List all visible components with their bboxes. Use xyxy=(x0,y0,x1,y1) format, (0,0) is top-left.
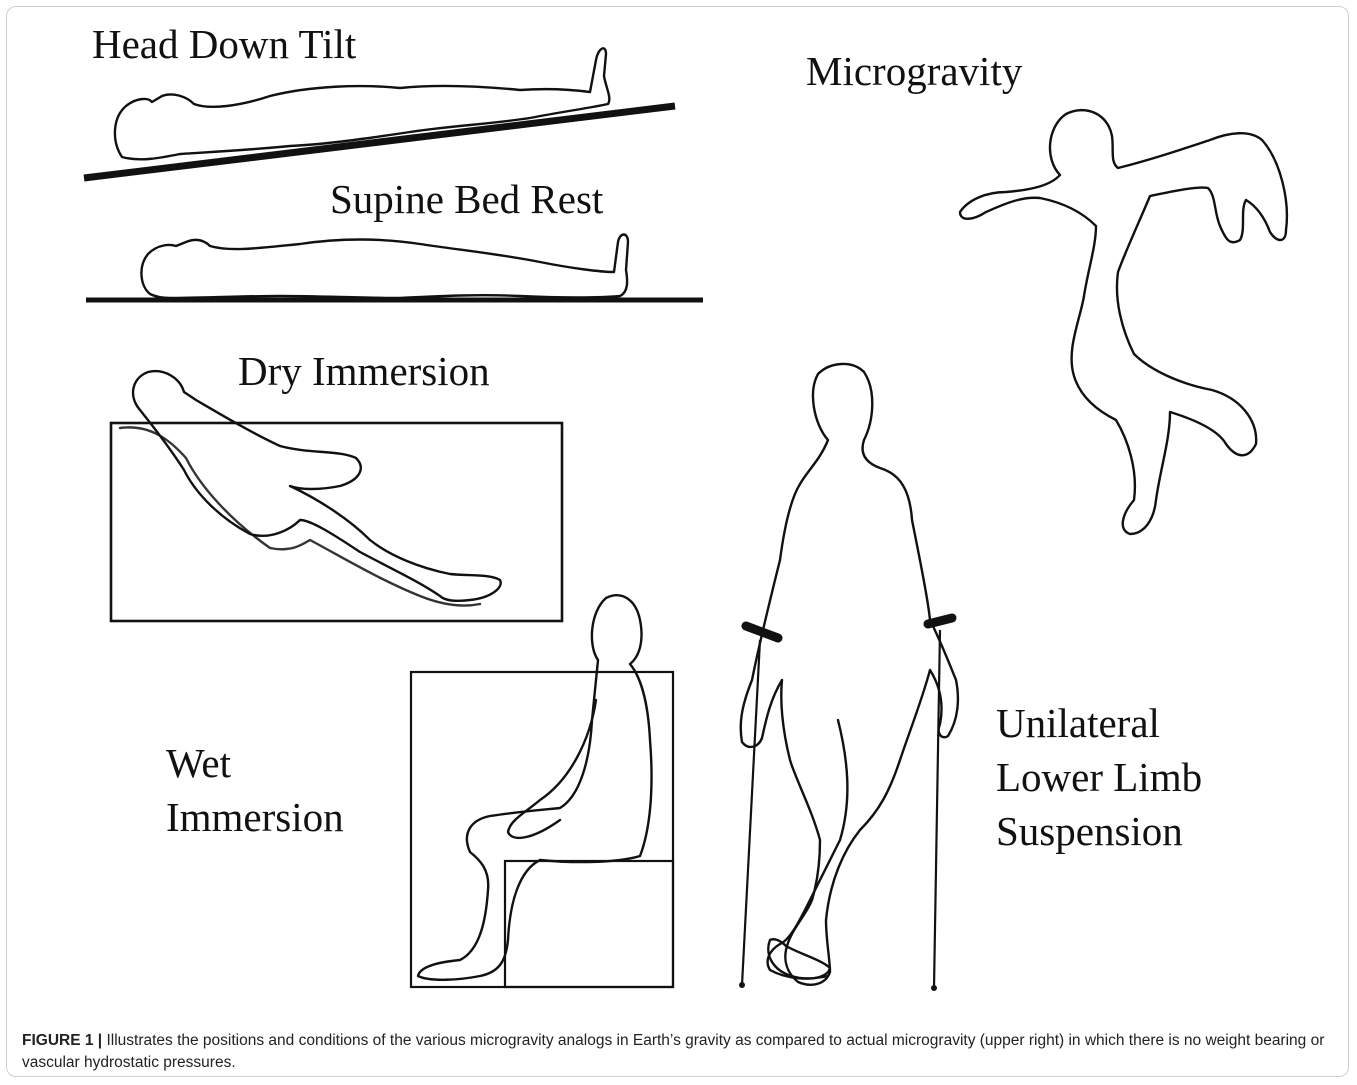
label-ulls-line1: Unilateral xyxy=(996,700,1160,746)
caption-text: Illustrates the positions and conditions… xyxy=(22,1032,1324,1071)
wet-immersion-arm xyxy=(508,700,596,838)
tilt-bed-line xyxy=(84,106,675,178)
label-wet-immersion-line1: Wet xyxy=(166,740,232,786)
left-crutch-cuff xyxy=(746,626,778,638)
label-ulls-line2: Lower Limb xyxy=(996,754,1202,800)
label-wet-immersion-line2: Immersion xyxy=(166,794,344,840)
caption-figure-label: FIGURE 1 | xyxy=(22,1032,102,1049)
right-crutch-cuff xyxy=(928,618,952,624)
supine-body-outline xyxy=(141,235,628,299)
label-supine-bed-rest: Supine Bed Rest xyxy=(330,176,604,222)
wet-immersion-seat xyxy=(505,861,673,987)
label-head-down-tilt: Head Down Tilt xyxy=(92,21,357,67)
right-crutch-tip xyxy=(931,985,937,991)
dry-immersion-body-outline xyxy=(133,371,501,601)
ulls-body-outline xyxy=(741,364,958,985)
wet-immersion-tank xyxy=(411,672,673,987)
left-crutch-tip xyxy=(739,982,745,988)
label-dry-immersion: Dry Immersion xyxy=(238,348,490,394)
left-crutch xyxy=(742,640,760,985)
wet-immersion-body-outline xyxy=(418,595,652,980)
figure-caption: FIGURE 1 | Illustrates the positions and… xyxy=(22,1030,1332,1074)
label-microgravity: Microgravity xyxy=(806,48,1023,94)
microgravity-body-outline xyxy=(960,110,1287,534)
label-ulls-line3: Suspension xyxy=(996,808,1183,854)
